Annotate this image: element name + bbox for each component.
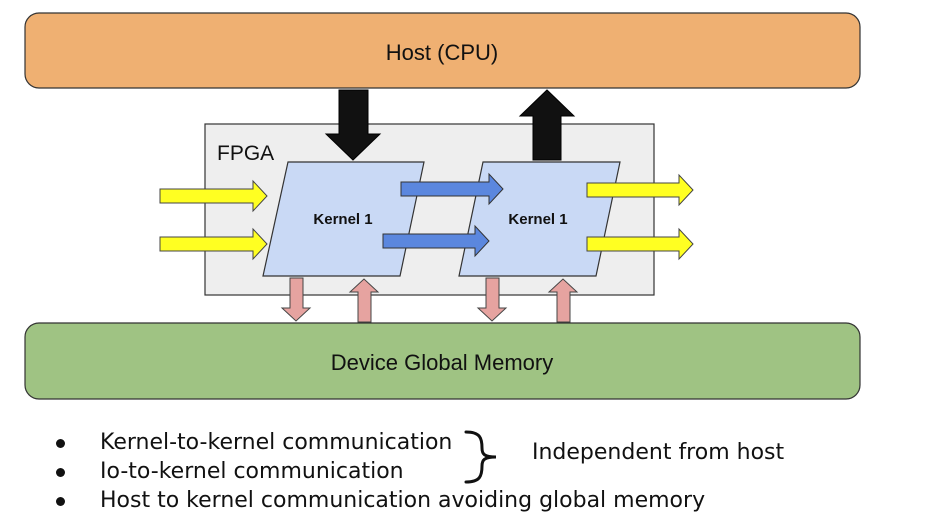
io-output-arrow: [586, 227, 694, 261]
io-input-arrow: [159, 179, 268, 213]
bullet-text: Kernel-to-kernel communication: [100, 430, 453, 455]
bullet-icon: [56, 468, 65, 477]
io-input-arrow: [159, 227, 268, 261]
bullet-icon: [56, 439, 65, 448]
bullet-icon: [56, 497, 65, 506]
list-item: Io-to-kernel communication: [48, 457, 705, 486]
host-to-kernel-arrow: [324, 89, 382, 161]
host-box: [24, 12, 861, 89]
brace-label: Independent from host: [532, 440, 785, 465]
list-item: Host to kernel communication avoiding gl…: [48, 486, 705, 515]
kernel-to-memory-arrow: [280, 277, 312, 322]
list-item: Kernel-to-kernel communication: [48, 428, 705, 457]
bullet-text: Host to kernel communication avoiding gl…: [100, 488, 706, 513]
global-memory-box: [24, 322, 861, 400]
fpga-label: FPGA: [217, 142, 274, 165]
architecture-diagram: Host (CPU) FPGA Kernel 1 Kernel 1 Device…: [24, 12, 861, 400]
memory-to-kernel-arrow: [348, 278, 380, 323]
global-memory-label: Device Global Memory: [331, 350, 554, 375]
right-brace-icon: [464, 430, 497, 484]
memory-to-kernel-arrow: [547, 278, 579, 323]
kernel-label-2: Kernel 1: [508, 211, 567, 228]
bullet-text: Io-to-kernel communication: [100, 459, 404, 484]
notes-list: Kernel-to-kernel communication Io-to-ker…: [48, 428, 705, 515]
kernel-label-1: Kernel 1: [313, 211, 372, 228]
io-output-arrow: [586, 173, 694, 207]
kernel-to-memory-arrow: [476, 277, 508, 322]
host-label: Host (CPU): [386, 40, 498, 65]
kernel-to-kernel-arrow: [382, 224, 490, 258]
kernel-to-host-arrow: [518, 89, 576, 161]
kernel-to-kernel-arrow: [400, 172, 504, 206]
